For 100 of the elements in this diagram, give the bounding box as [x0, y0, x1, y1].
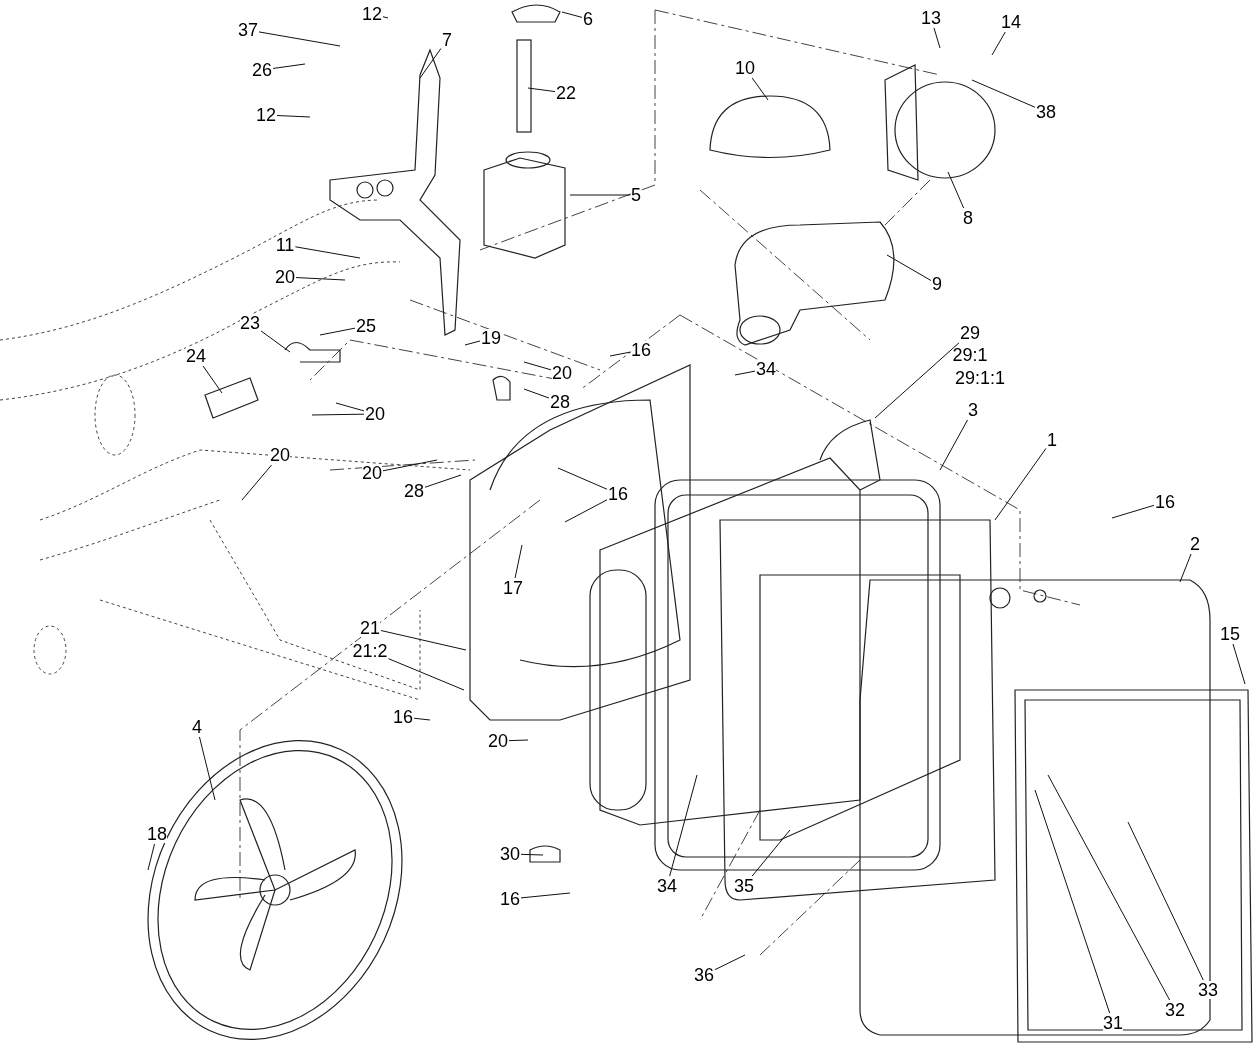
leader-line	[294, 246, 361, 259]
leader-line	[198, 736, 216, 801]
callout-number: 31	[1103, 1014, 1123, 1032]
leader-line	[994, 447, 1047, 521]
callout-number: 20	[275, 268, 295, 286]
leader-line	[382, 16, 389, 19]
leader-line	[147, 843, 155, 871]
callout-number: 33	[1198, 981, 1218, 999]
leader-line	[886, 254, 932, 281]
leader-line	[527, 87, 556, 93]
leader-line	[609, 351, 631, 357]
leader-line	[569, 194, 631, 196]
callout-number: 6	[583, 10, 593, 28]
callout-number: 7	[442, 31, 452, 49]
leader-line	[514, 544, 523, 579]
leader-line	[464, 340, 481, 346]
callout-number: 3	[968, 401, 978, 419]
leader-line	[276, 115, 311, 118]
leader-line	[258, 31, 341, 47]
leader-line	[1232, 643, 1246, 685]
callout-number: 24	[186, 347, 206, 365]
callout-number: 21:2	[352, 642, 388, 660]
callout-number: 34	[657, 877, 677, 895]
callout-number: 14	[1001, 13, 1021, 31]
callout-number: 12	[256, 106, 276, 124]
callout-number: 32	[1165, 1001, 1185, 1019]
leader-line	[714, 954, 746, 971]
leader-line	[734, 370, 756, 376]
callout-number: 2	[1190, 535, 1200, 553]
callout-number: 20	[362, 464, 382, 482]
callout-number: 1	[1047, 431, 1057, 449]
callout-number: 28	[550, 393, 570, 411]
leader-line	[1111, 504, 1155, 519]
leader-line	[382, 459, 438, 472]
callout-number: 23	[240, 314, 260, 332]
leader-line	[874, 342, 960, 419]
callout-number: 16	[393, 708, 413, 726]
leader-line	[947, 171, 965, 209]
callout-number: 16	[608, 485, 628, 503]
leader-line	[295, 277, 346, 281]
leader-line	[1179, 553, 1192, 583]
callout-number: 28	[404, 482, 424, 500]
callout-number: 17	[503, 579, 523, 597]
leader-line	[380, 630, 467, 651]
callout-number: 8	[963, 209, 973, 227]
callout-number: 35	[734, 877, 754, 895]
leader-line	[335, 402, 365, 412]
leader-line	[561, 11, 583, 18]
callout-number: 9	[932, 275, 942, 293]
leader-line	[557, 467, 608, 490]
callout-number: 20	[488, 732, 508, 750]
leader-line	[520, 892, 571, 899]
leader-line	[241, 464, 273, 501]
leader-line	[272, 63, 306, 69]
callout-number: 15	[1220, 625, 1240, 643]
callout-number: 12	[362, 5, 382, 23]
callout-number: 22	[556, 84, 576, 102]
leader-line	[751, 829, 791, 877]
callout-number: 30	[500, 845, 520, 863]
callout-number: 20	[552, 364, 572, 382]
callout-number: 29:1:1	[955, 369, 1005, 387]
leader-line	[1034, 789, 1111, 1014]
callout-number: 19	[481, 329, 501, 347]
leader-line	[939, 419, 968, 471]
leader-line	[388, 658, 465, 691]
leader-line	[319, 327, 356, 336]
leader-line	[260, 330, 291, 353]
leader-line	[419, 47, 442, 79]
callout-number: 34	[756, 360, 776, 378]
leader-line	[520, 853, 544, 856]
callout-number: 37	[238, 21, 258, 39]
leader-line	[523, 388, 550, 399]
callout-number: 26	[252, 61, 272, 79]
leader-line	[202, 365, 223, 394]
callout-number: 11	[275, 236, 295, 254]
leader-line	[413, 717, 431, 721]
leader-line	[1047, 774, 1171, 1001]
callout-number: 29	[960, 324, 980, 342]
callout-number: 38	[1036, 103, 1056, 121]
callout-number: 18	[147, 825, 167, 843]
leader-line	[991, 31, 1006, 56]
callout-number: 21	[360, 619, 380, 637]
leader-line	[933, 27, 941, 49]
callout-number: 4	[192, 718, 202, 736]
leader-line	[971, 79, 1036, 108]
callout-number: 10	[735, 59, 755, 77]
leader-line	[751, 77, 769, 101]
leader-line	[508, 739, 529, 742]
callout-number: 20	[270, 446, 290, 464]
leader-line	[564, 499, 608, 523]
leader-line	[523, 361, 552, 371]
callout-number: 16	[500, 890, 520, 908]
callout-number: 5	[631, 186, 641, 204]
callout-number: 16	[1155, 493, 1175, 511]
callout-number: 13	[921, 9, 941, 27]
leader-line	[311, 413, 365, 416]
callout-number: 16	[631, 341, 651, 359]
callout-number: 25	[356, 317, 376, 335]
leader-line	[424, 474, 462, 488]
callout-number: 20	[365, 405, 385, 423]
